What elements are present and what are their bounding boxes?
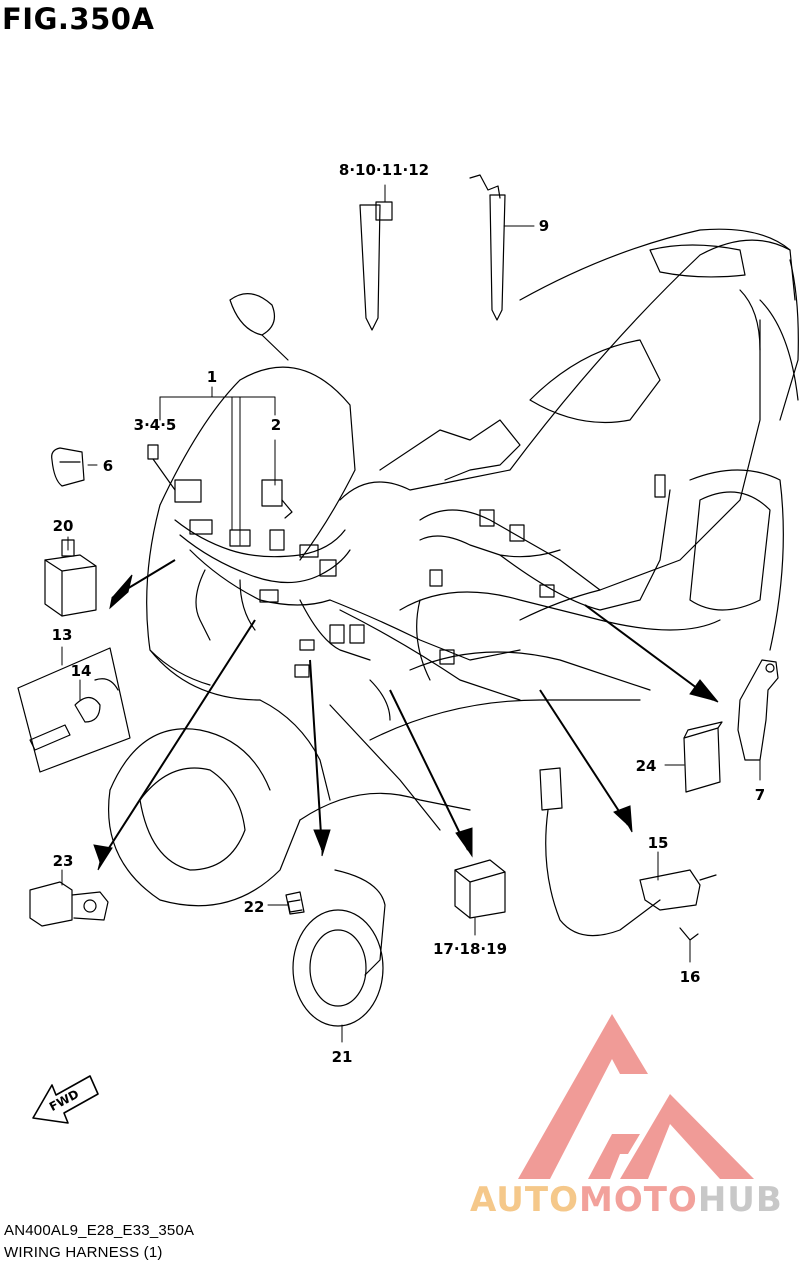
section-name: WIRING HARNESS (1) (4, 1244, 163, 1261)
part-module-24 (683, 721, 723, 793)
callout-8-10-11-12: 8·10·11·12 (339, 161, 429, 179)
callout-17-18-19: 17·18·19 (433, 940, 507, 958)
callout-14: 14 (71, 662, 92, 680)
watermark-auto: AUTO (470, 1180, 579, 1220)
callout-2: 2 (271, 416, 281, 434)
part-relay-20 (44, 539, 97, 617)
callout-9: 9 (539, 217, 549, 235)
model-code: AN400AL9_E28_E33_350A (4, 1222, 195, 1239)
callout-22: 22 (244, 898, 265, 916)
part-relay-17 (454, 859, 506, 919)
callout-21: 21 (332, 1048, 353, 1066)
figure-title: FIG.350A (2, 2, 155, 36)
scooter-outline (108, 228, 799, 907)
wiring-harness-bundle (174, 289, 761, 721)
leader-lines (61, 184, 761, 1043)
callout-13: 13 (52, 626, 73, 644)
part-fuse-3 (147, 444, 202, 503)
part-cable-tie-8 (359, 201, 393, 331)
callout-7: 7 (755, 786, 765, 804)
part-sensor-15 (539, 767, 717, 941)
callout-24: 24 (636, 757, 657, 775)
watermark-logo (518, 1014, 754, 1179)
callout-labels: 1 3·4·5 2 6 20 13 14 23 22 21 8·10·11·12… (52, 161, 766, 1066)
pointer-arrows (93, 559, 719, 871)
part-horn-21 (287, 869, 386, 1027)
watermark-triangle-icon (518, 1014, 754, 1179)
part-connector-2 (261, 479, 293, 519)
callout-6: 6 (103, 457, 113, 475)
part-clamp-6 (51, 447, 85, 487)
part-bolt-22 (285, 891, 305, 915)
part-cable-tie-9 (469, 174, 506, 321)
callout-20: 20 (53, 517, 74, 535)
callout-15: 15 (648, 834, 669, 852)
callout-16: 16 (680, 968, 701, 986)
fwd-direction-arrow: FWD (32, 1075, 99, 1124)
callout-1: 1 (207, 368, 217, 386)
callout-23: 23 (53, 852, 74, 870)
watermark-text: AUTOMOTOHUB (470, 1180, 783, 1220)
part-socket-kit-13 (17, 647, 131, 773)
watermark-hub: HUB (697, 1180, 783, 1220)
callout-3-4-5: 3·4·5 (134, 416, 177, 434)
watermark-moto: MOTO (578, 1180, 698, 1220)
part-bracket-7 (737, 659, 779, 761)
part-sensor-23 (29, 881, 109, 927)
